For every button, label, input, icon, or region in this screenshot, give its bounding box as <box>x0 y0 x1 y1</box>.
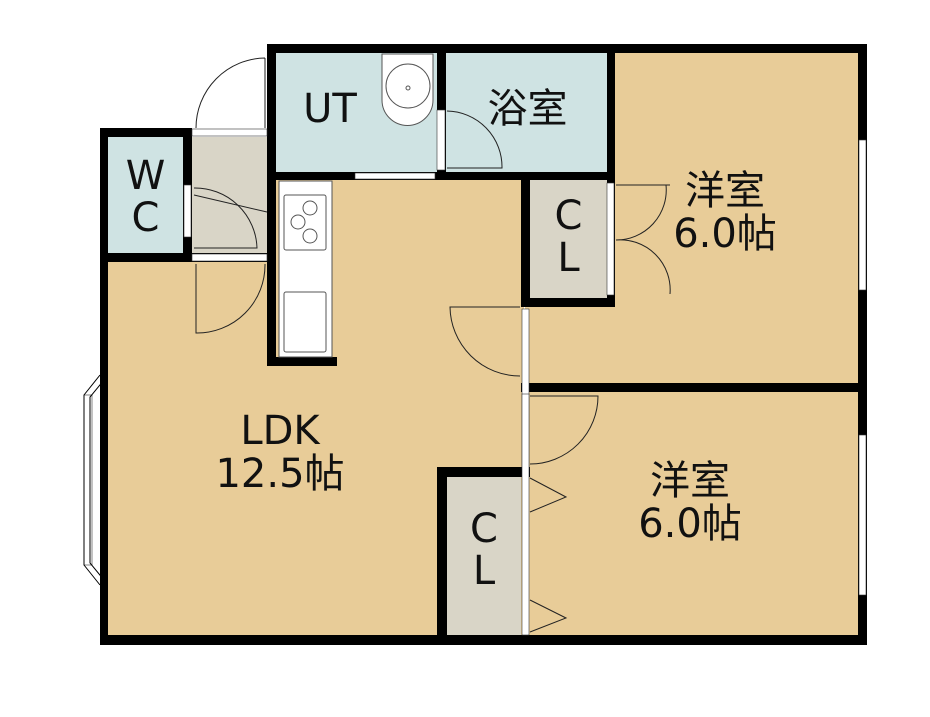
ldk-size: 12.5帖 <box>215 451 345 498</box>
ldk-name: LDK <box>240 408 320 454</box>
bath-label: 浴室 <box>487 86 568 132</box>
closet-lower-c: C <box>470 506 498 552</box>
door-swings <box>193 57 671 633</box>
western-lower-name: 洋室 <box>650 458 730 504</box>
closet-upper-c: C <box>554 193 583 239</box>
wash-basin <box>381 53 434 126</box>
closet-upper-floor <box>530 180 607 298</box>
toilet-label-c: C <box>131 195 160 241</box>
toilet-label-w: W <box>125 153 166 199</box>
bay-window <box>83 374 105 586</box>
utility-label: UT <box>303 86 357 132</box>
closet-lower-l: L <box>472 548 496 594</box>
western-lower-floor <box>525 388 862 641</box>
western-lower-size: 6.0帖 <box>638 501 742 548</box>
openings <box>83 109 867 636</box>
bath-floor <box>446 53 607 173</box>
kitchen-counter <box>278 180 333 358</box>
western-upper-size: 6.0帖 <box>673 211 777 258</box>
closet-upper-l: L <box>557 235 580 281</box>
hall-floor <box>192 137 267 262</box>
western-upper-name: 洋室 <box>685 168 765 214</box>
toilet-floor <box>108 137 183 253</box>
closet-lower-floor <box>447 477 521 635</box>
